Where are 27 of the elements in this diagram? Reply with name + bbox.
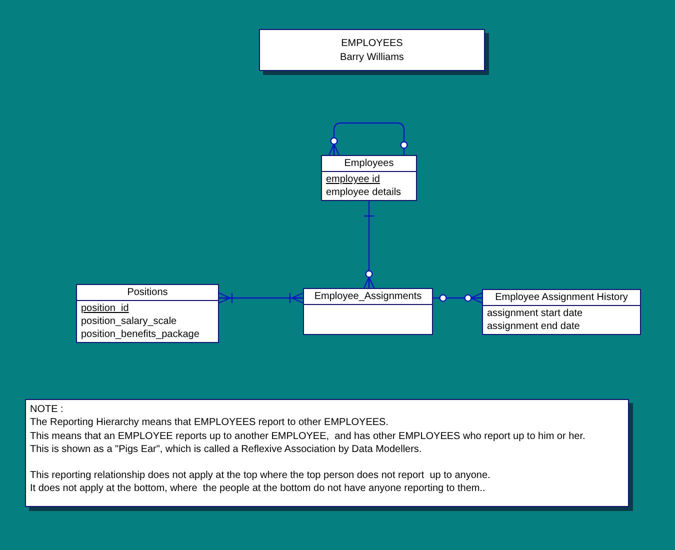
diagram-title: EMPLOYEES [341,37,403,51]
attribute-name: assignment end date [487,320,580,333]
author-credit: Barry Williams [340,51,404,65]
note-heading: NOTE : [30,403,64,416]
primary-key-attribute: employee id [326,173,380,186]
relationship-line [433,292,483,304]
attribute-name: position_benefits_package [81,328,200,341]
relationship-line [218,292,304,304]
entity-box [482,289,641,335]
attribute-name: assignment start date [487,307,583,320]
entity-name: Employee_Assignments [314,290,422,303]
entity-name: Employee Assignment History [495,291,628,304]
note-text: The Reporting Hierarchy means that EMPLOYEES report to other EMPLOYEES. [30,416,388,430]
entity-name: Employees [344,157,394,170]
entity-name: Positions [127,286,168,299]
entity-box [321,155,417,201]
attribute-name: position_salary_scale [81,315,177,328]
note-text: This is shown as a "Pigs Ear", which is called a Reflexive Association by Data Modellers. [30,442,422,456]
note-text: This reporting relationship does not apply at the top where the top person does not report up to anyone. [30,469,490,482]
note-text: It does not apply at the bottom, where the people at the bottom do not have anyone reporting to them.. [30,482,486,496]
note-text: This means that an EMPLOYEE reports up to another EMPLOYEE, and has other EMPLOYEES who report up to him or her. [30,430,586,443]
entity-box [303,288,433,335]
attribute-name: employee details [326,186,402,199]
primary-key-attribute: position_id [81,302,129,315]
relationship-line [363,201,375,289]
entity-box [76,284,219,343]
relationship-line [328,122,408,156]
